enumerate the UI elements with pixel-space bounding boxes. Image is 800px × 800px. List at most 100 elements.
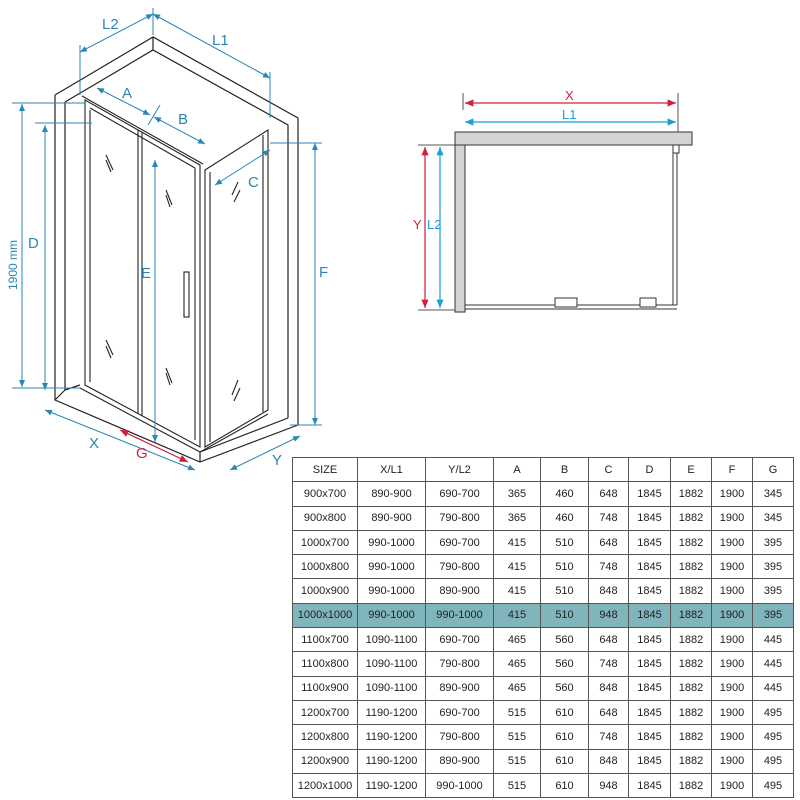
table-cell: 1900 (711, 529, 753, 556)
table-cell: 515 (493, 772, 541, 799)
table-cell: 1845 (628, 529, 671, 556)
table-cell: 1190-1200 (357, 699, 426, 726)
table-cell: 890-900 (357, 505, 426, 531)
dimension-lines (12, 8, 322, 471)
table-cell: 748 (588, 505, 629, 531)
column-header: F (711, 456, 753, 483)
table-cell: 1190-1200 (357, 724, 426, 750)
table-cell: 1845 (628, 481, 671, 507)
table-cell: 1845 (628, 724, 671, 750)
table-cell: 1200x800 (292, 724, 358, 750)
table-cell: 1882 (670, 772, 712, 799)
table-cell: 560 (540, 675, 589, 701)
table-cell: 1900 (711, 554, 753, 580)
table-cell: 790-800 (425, 651, 494, 677)
table-cell: 1200x1000 (292, 772, 358, 799)
table-cell: 515 (493, 699, 541, 726)
column-header: X/L1 (357, 456, 426, 483)
column-header: C (588, 456, 629, 483)
label-l1: L1 (212, 32, 229, 49)
label-e: E (141, 265, 151, 282)
column-header: B (540, 456, 589, 483)
table-cell: 495 (752, 772, 794, 799)
table-cell: 1845 (628, 772, 671, 799)
column-header: A (493, 456, 541, 483)
table-cell: 648 (588, 699, 629, 726)
table-cell: 1100x800 (292, 651, 358, 677)
table-cell: 1900 (711, 505, 753, 531)
table-cell: 1845 (628, 699, 671, 726)
table-cell: 1845 (628, 627, 671, 653)
table-cell: 890-900 (357, 481, 426, 507)
table-cell: 510 (540, 602, 589, 629)
table-cell: 900x800 (292, 505, 358, 531)
table-cell: 465 (493, 651, 541, 677)
table-cell: 690-700 (425, 627, 494, 653)
table-cell: 1882 (670, 748, 712, 774)
table-cell: 415 (493, 529, 541, 556)
table-cell: 1100x700 (292, 627, 358, 653)
table-cell: 445 (752, 627, 794, 653)
label-x: X (89, 435, 99, 452)
dimension-g (119, 429, 189, 463)
table-cell: 890-900 (425, 748, 494, 774)
table-cell: 1882 (670, 651, 712, 677)
table-cell: 948 (588, 602, 629, 629)
table-cell: 848 (588, 578, 629, 604)
column-header: D (628, 456, 671, 483)
table-cell: 1200x700 (292, 699, 358, 726)
table-cell: 1882 (670, 602, 712, 629)
label-y: Y (272, 452, 282, 469)
table-cell: 445 (752, 675, 794, 701)
table-cell: 690-700 (425, 481, 494, 507)
table-cell: 890-900 (425, 675, 494, 701)
table-cell: 610 (540, 772, 589, 799)
table-cell: 1900 (711, 772, 753, 799)
table-cell: 648 (588, 529, 629, 556)
table-cell: 560 (540, 651, 589, 677)
table-cell: 1882 (670, 724, 712, 750)
table-cell: 415 (493, 554, 541, 580)
table-cell: 515 (493, 724, 541, 750)
label-height: 1900 mm (6, 240, 20, 290)
table-cell: 1100x900 (292, 675, 358, 701)
table-cell: 748 (588, 651, 629, 677)
table-cell: 395 (752, 554, 794, 580)
table-cell: 1845 (628, 748, 671, 774)
table-cell: 890-900 (425, 578, 494, 604)
table-cell: 395 (752, 602, 794, 629)
table-cell: 1900 (711, 602, 753, 629)
table-cell: 790-800 (425, 724, 494, 750)
shower-enclosure (79, 95, 269, 453)
table-cell: 648 (588, 627, 629, 653)
plan-label-x: X (565, 88, 574, 103)
table-cell: 1882 (670, 505, 712, 531)
table-cell: 648 (588, 481, 629, 507)
label-f: F (319, 264, 328, 281)
table-cell: 900x700 (292, 481, 358, 507)
table-cell: 1845 (628, 651, 671, 677)
plan-label-y: Y (413, 217, 422, 232)
table-cell: 460 (540, 481, 589, 507)
table-cell: 1900 (711, 675, 753, 701)
table-cell: 690-700 (425, 699, 494, 726)
label-d: D (28, 235, 39, 252)
table-cell: 1882 (670, 675, 712, 701)
table-cell: 610 (540, 699, 589, 726)
table-cell: 1845 (628, 505, 671, 531)
table-cell: 1900 (711, 748, 753, 774)
table-cell: 1882 (670, 529, 712, 556)
table-cell: 748 (588, 554, 629, 580)
table-cell: 610 (540, 724, 589, 750)
table-cell: 1845 (628, 675, 671, 701)
